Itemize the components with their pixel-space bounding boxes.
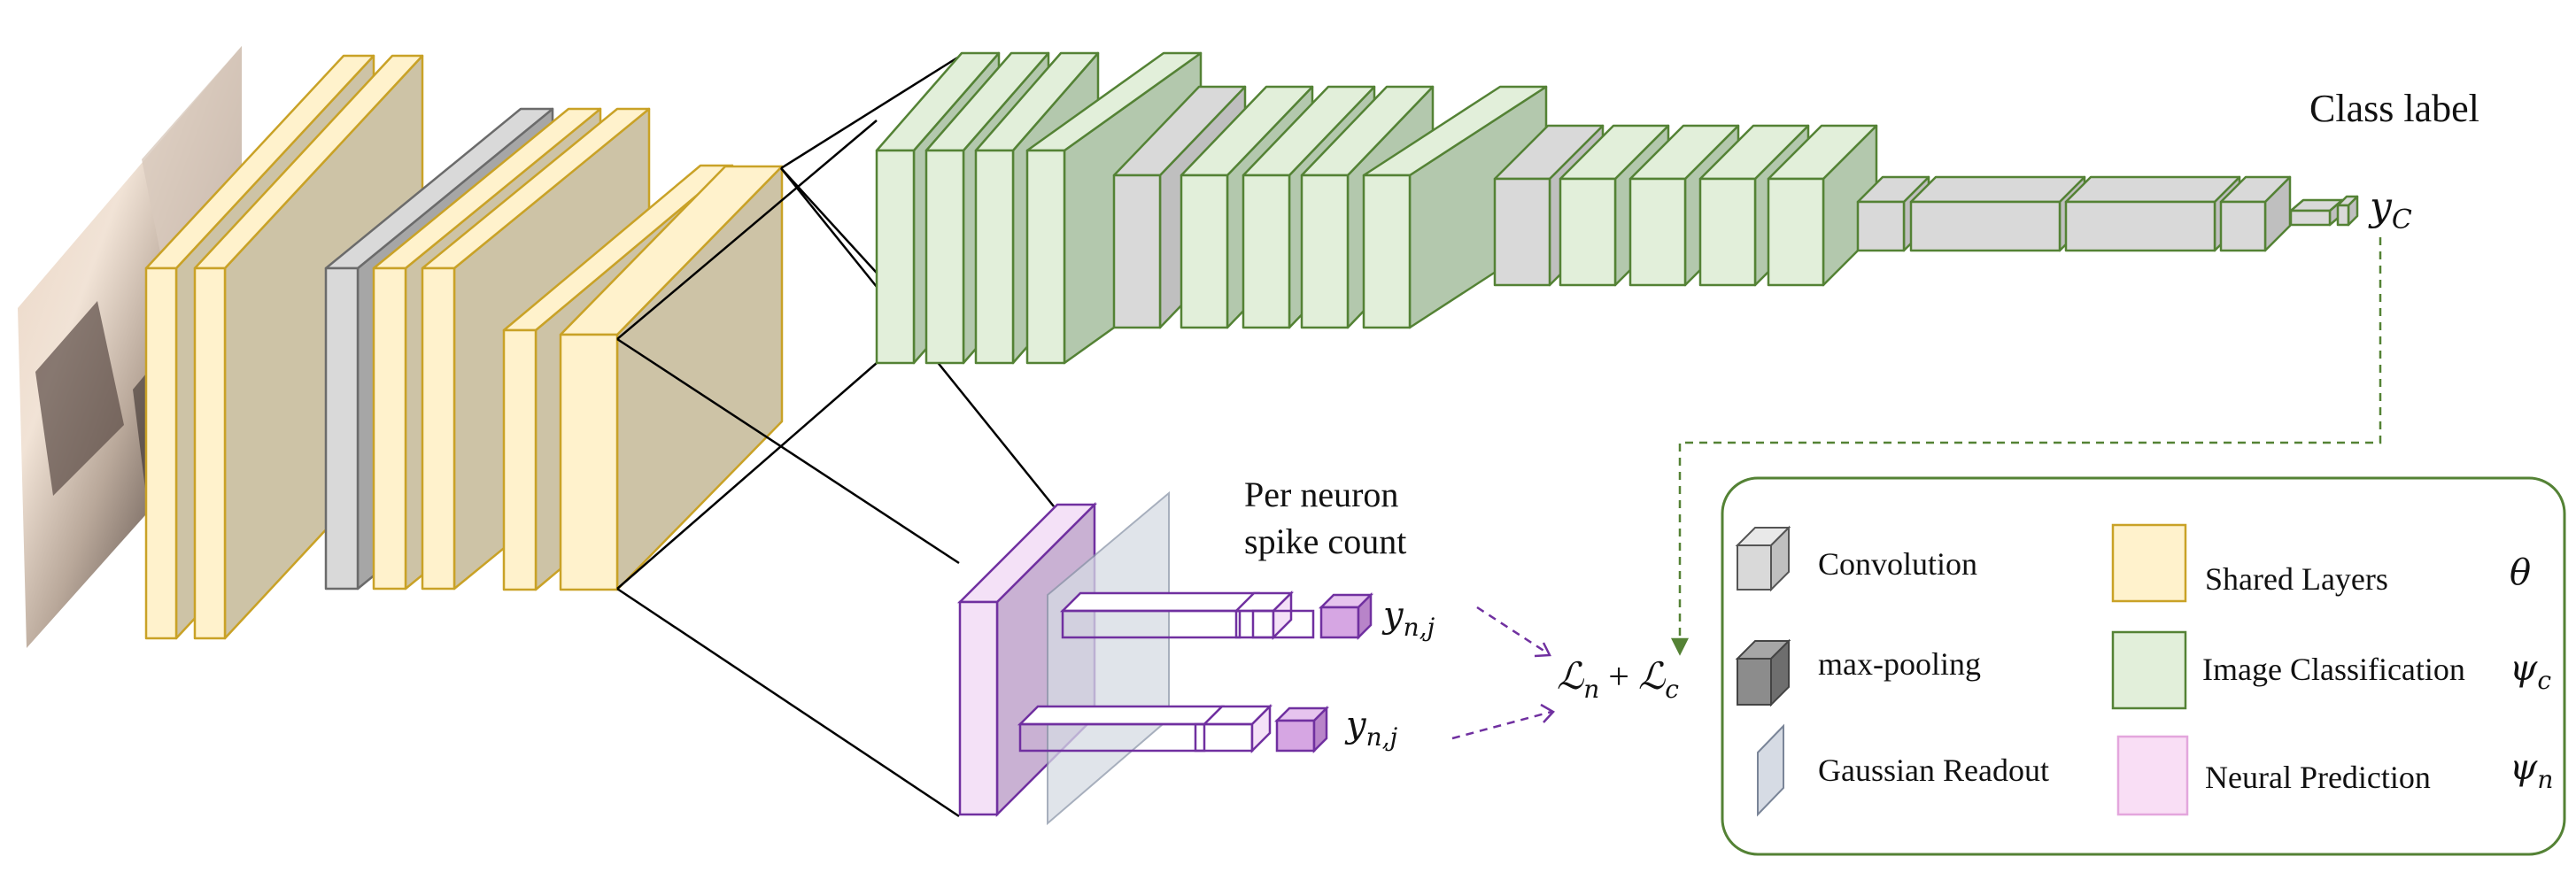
- neuron-output-2-sub: n,j: [1366, 722, 1398, 752]
- class-pool-block-3-face: [1856, 200, 1906, 252]
- legend-image-classification: Image Classification: [2202, 652, 2465, 687]
- class-fc-block-2: [2064, 175, 2241, 252]
- class-conv-block-10-face: [1628, 177, 1687, 287]
- class-pool-block-1-face: [1112, 174, 1162, 329]
- max-pooling-icon: [1735, 638, 1791, 707]
- class-conv-block-6-face: [1242, 174, 1291, 329]
- neuron-output-2-y: y: [1344, 705, 1367, 745]
- shared-conv-block-3-face: [372, 266, 407, 591]
- image-classification-swatch: [2111, 630, 2187, 710]
- spike-count-cube-bottom: [1273, 705, 1330, 754]
- neural-prediction-swatch: [2116, 735, 2189, 816]
- legend-neural-prediction: Neural Prediction: [2205, 760, 2431, 795]
- legend-psi-n-symbol: ψ: [2510, 747, 2538, 788]
- class-output-y: y: [2368, 184, 2393, 229]
- class-output-block-face: [2336, 204, 2350, 227]
- spike-count-cube-top: [1318, 591, 1374, 641]
- class-conv-block-12: [1767, 124, 1878, 287]
- class-label-title: Class label: [2309, 87, 2479, 130]
- legend-shared-layers: Shared Layers: [2205, 561, 2388, 597]
- legend: Convolution max-pooling Gaussian Readout…: [1721, 476, 2566, 856]
- class-output-symbol: yC: [2368, 184, 2412, 235]
- class-fc-block-4: [2289, 198, 2344, 227]
- class-conv-block-4-face: [1025, 149, 1066, 365]
- legend-theta: θ: [2510, 552, 2531, 593]
- loss-n-symbol: ℒ: [1557, 654, 1584, 698]
- class-conv-block-2-face: [924, 149, 965, 365]
- class-conv-block-9-face: [1559, 177, 1617, 287]
- class-fc-block-1: [1909, 175, 2086, 252]
- shared-conv-block-5-face: [502, 328, 538, 591]
- neuron-output-1-y: y: [1381, 595, 1404, 636]
- class-fc-block-2-top: [2064, 175, 2241, 204]
- neuron-loss-arrow-1: [1476, 606, 1549, 655]
- neural-branch: [956, 490, 1374, 826]
- per-neuron-label-line1: Per neuron: [1244, 475, 1398, 514]
- class-conv-block-3-face: [974, 149, 1015, 365]
- class-conv-block-12-face: [1767, 177, 1825, 287]
- legend-convolution: Convolution: [1818, 546, 1977, 582]
- class-pool-block-2-face: [1493, 177, 1551, 287]
- shared-pool-block-1-face: [324, 266, 360, 591]
- classification-branch: [875, 51, 2359, 365]
- neuron-loss-arrow-2: [1451, 710, 1552, 740]
- readout-rod-top: [1059, 590, 1315, 641]
- class-conv-block-7-face: [1300, 174, 1350, 329]
- class-loss-arrow: [1678, 237, 2382, 651]
- neuron-output-1: yn,j: [1381, 595, 1435, 642]
- class-conv-block-8-face: [1362, 174, 1412, 329]
- shared-layers: [144, 54, 784, 640]
- per-neuron-label-line2: spike count: [1244, 521, 1406, 561]
- loss-expression: ℒn+ℒc: [1557, 654, 1679, 704]
- legend-psi-n-sub: n: [2537, 765, 2553, 794]
- legend-psi-n: ψn: [2510, 747, 2553, 794]
- shared-layers-swatch: [2111, 523, 2187, 603]
- shared-conv-block-6-face: [559, 333, 619, 591]
- legend-psi-c-symbol: ψ: [2510, 648, 2538, 689]
- class-fc-block-3: [2219, 175, 2292, 252]
- readout-rod-bottom: [1017, 703, 1273, 754]
- dashed-arrows: [1451, 237, 2382, 740]
- legend-psi-c: ψc: [2510, 648, 2551, 695]
- legend-max-pooling: max-pooling: [1818, 646, 1981, 682]
- shared-conv-block-4-face: [421, 266, 456, 591]
- class-fc-block-1-face: [1909, 200, 2062, 252]
- class-fc-block-4-face: [2289, 209, 2332, 227]
- loss-plus: +: [1608, 657, 1629, 698]
- neuron-output-2: yn,j: [1344, 705, 1398, 752]
- neuron-output-1-sub: n,j: [1404, 613, 1435, 642]
- class-conv-block-5-face: [1180, 174, 1229, 329]
- class-conv-block-8: [1362, 85, 1548, 329]
- class-fc-block-2-face: [2064, 200, 2216, 252]
- legend-psi-c-sub: c: [2537, 666, 2551, 695]
- gaussian-readout-icon: [1757, 723, 1784, 817]
- neural-feature-map-face: [958, 600, 999, 816]
- loss-c-symbol: ℒ: [1638, 654, 1666, 698]
- class-conv-block-1-face: [875, 149, 916, 365]
- class-fc-block-1-top: [1909, 175, 2086, 204]
- loss-n-sub: n: [1583, 675, 1599, 704]
- class-conv-block-11-face: [1698, 177, 1757, 287]
- shared-conv-block-1-face: [144, 266, 178, 640]
- shared-conv-block-6: [559, 165, 784, 591]
- class-output-sub: C: [2392, 205, 2412, 235]
- class-output-block: [2336, 195, 2359, 227]
- legend-gaussian-readout: Gaussian Readout: [1818, 753, 2049, 788]
- loss-c-sub: c: [1665, 675, 1679, 704]
- class-fc-block-3-face: [2219, 200, 2267, 252]
- shared-conv-block-2-face: [193, 266, 227, 640]
- convolution-icon: [1735, 525, 1791, 592]
